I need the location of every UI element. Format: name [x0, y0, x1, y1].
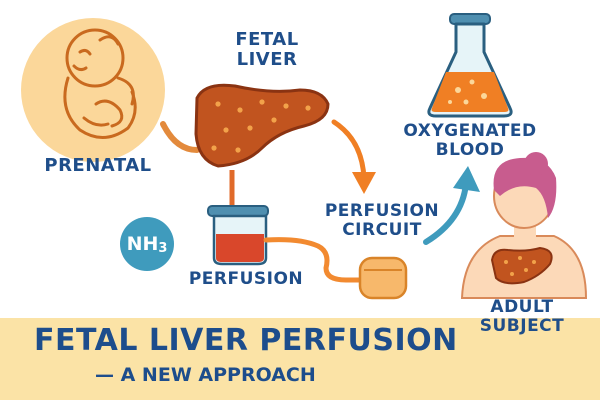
arrow-liver-to-circuit [331, 119, 367, 181]
oxygenated-blood-label: OXYGENATED BLOOD [402, 121, 538, 161]
fetal-liver-label-line1: FETAL [235, 29, 299, 50]
nh3-label-sub: 3 [158, 241, 168, 256]
arrow-fetus-to-liver [160, 121, 200, 153]
adult-person-icon [460, 152, 588, 299]
liver-icon [194, 83, 330, 168]
adult-subject-label: ADULT SUBJECT [466, 297, 578, 337]
adult-subject-label-line2: SUBJECT [479, 316, 565, 337]
adult-subject-label-line1: ADULT [490, 297, 554, 317]
arrow-circuit-to-flask [423, 181, 469, 245]
perfusion-circuit-label: PERFUSION CIRCUIT [322, 201, 442, 241]
perfusion-circuit-label-line2: CIRCUIT [342, 220, 422, 241]
oxygenated-blood-label-line2: BLOOD [435, 140, 505, 161]
title-banner [0, 318, 600, 400]
nh3-label-main: NH [126, 233, 159, 255]
fetus-icon [21, 18, 165, 162]
flask-icon [427, 13, 513, 118]
fetal-liver-label: FETAL LIVER [222, 29, 312, 71]
banner-title: FETAL LIVER PERFUSION [34, 323, 458, 358]
oxygenated-blood-label-line1: OXYGENATED [403, 121, 537, 141]
perfusion-circuit-label-line1: PERFUSION [324, 201, 440, 221]
prenatal-label: PRENATAL [44, 155, 152, 176]
fetal-liver-label-line2: LIVER [236, 49, 298, 71]
perfusion-beaker-icon [207, 205, 269, 266]
pump-icon [358, 256, 408, 300]
perfusion-label: PERFUSION [188, 269, 304, 289]
banner-subtitle: — A NEW APPROACH [95, 364, 316, 386]
tubing [263, 237, 365, 283]
